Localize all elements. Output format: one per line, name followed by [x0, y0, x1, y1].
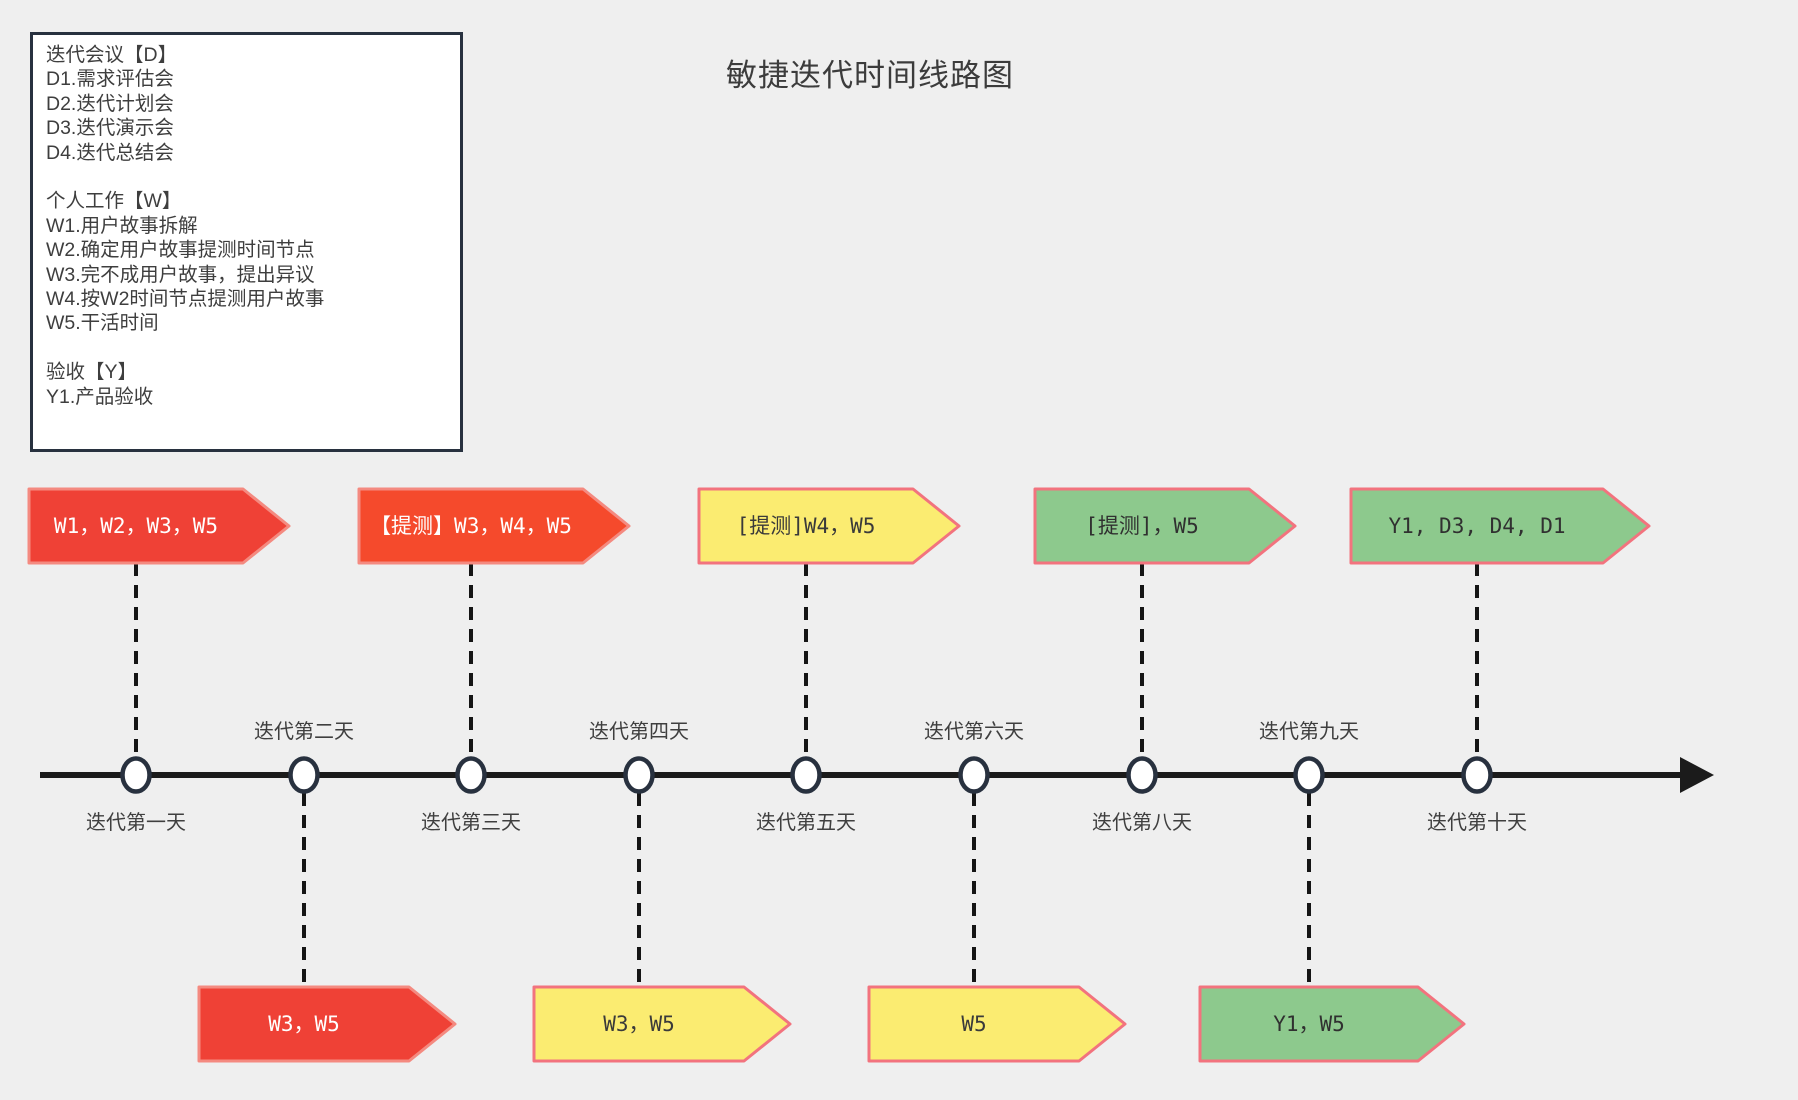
day-label: 迭代第九天 — [1259, 721, 1359, 743]
banner-shape[interactable] — [1033, 487, 1297, 565]
banner-label: [提测]，W5 — [1085, 514, 1199, 538]
day-label: 迭代第四天 — [589, 721, 689, 743]
timeline-node[interactable] — [1126, 756, 1158, 794]
legend-line: 验收【Y】 — [46, 361, 138, 384]
timeline-node[interactable] — [120, 756, 152, 794]
banner-label: 【提测】W3，W4，W5 — [370, 514, 572, 538]
legend-line: D4.迭代总结会 — [46, 141, 174, 164]
banner-label: Y1, D3, D4, D1 — [1388, 514, 1566, 538]
day-label: 迭代第十天 — [1427, 812, 1527, 834]
milestone-banner-top[interactable] — [357, 487, 633, 565]
legend-line: W4.按W2时间节点提测用户故事 — [46, 288, 325, 311]
day-label: 迭代第五天 — [756, 812, 856, 834]
banner-shape[interactable] — [197, 985, 457, 1063]
milestone-banner-bottom[interactable] — [1198, 985, 1468, 1063]
timeline-node[interactable] — [790, 756, 822, 794]
timeline-node[interactable] — [623, 756, 655, 794]
timeline-node[interactable] — [958, 756, 990, 794]
timeline-node[interactable] — [1293, 756, 1325, 794]
banner-shape[interactable] — [532, 985, 792, 1063]
legend-line: D1.需求评估会 — [46, 68, 174, 91]
banner-label: W3，W5 — [603, 1012, 675, 1036]
banner-label: W3，W5 — [268, 1012, 340, 1036]
banner-label: W1，W2，W3，W5 — [53, 514, 219, 538]
banner-label: W5 — [961, 1012, 987, 1036]
legend-line: D2.迭代计划会 — [46, 92, 174, 115]
day-label: 迭代第二天 — [254, 721, 354, 743]
milestone-banner-top[interactable] — [697, 487, 963, 565]
day-label: 迭代第一天 — [86, 812, 186, 834]
milestone-banner-bottom[interactable] — [197, 985, 459, 1063]
milestone-banner-top[interactable] — [1033, 487, 1299, 565]
banner-label: Y1，W5 — [1273, 1012, 1345, 1036]
legend-line: D3.迭代演示会 — [46, 117, 174, 140]
page-title: 敏捷迭代时间线路图 — [726, 58, 1014, 93]
legend-line: 迭代会议【D】 — [46, 44, 178, 66]
legend-line: Y1.产品验收 — [46, 385, 154, 408]
legend-line: W1.用户故事拆解 — [46, 214, 198, 237]
legend-line: W5.干活时间 — [46, 312, 159, 335]
day-label: 迭代第三天 — [421, 812, 521, 834]
banner-shape[interactable] — [1198, 985, 1466, 1063]
milestone-banner-top[interactable] — [1349, 487, 1653, 565]
banner-label: [提测]W4，W5 — [736, 514, 876, 538]
banner-shape[interactable] — [867, 985, 1127, 1063]
banner-shape[interactable] — [357, 487, 631, 565]
milestone-banner-bottom[interactable] — [532, 985, 794, 1063]
day-label: 迭代第八天 — [1092, 812, 1192, 834]
timeline-node[interactable] — [455, 756, 487, 794]
banner-shape[interactable] — [27, 487, 291, 565]
milestone-banner-top[interactable] — [27, 487, 293, 565]
milestone-banner-bottom[interactable] — [867, 985, 1129, 1063]
banner-shape[interactable] — [697, 487, 961, 565]
legend-line: W2.确定用户故事提测时间节点 — [46, 239, 315, 262]
day-label: 迭代第六天 — [924, 721, 1024, 743]
legend-line: 个人工作【W】 — [46, 190, 182, 213]
timeline-node[interactable] — [1461, 756, 1493, 794]
legend-line: W3.完不成用户故事，提出异议 — [46, 263, 315, 286]
banner-shape[interactable] — [1349, 487, 1651, 565]
timeline-node[interactable] — [288, 756, 320, 794]
timeline-arrowhead — [1680, 757, 1714, 793]
